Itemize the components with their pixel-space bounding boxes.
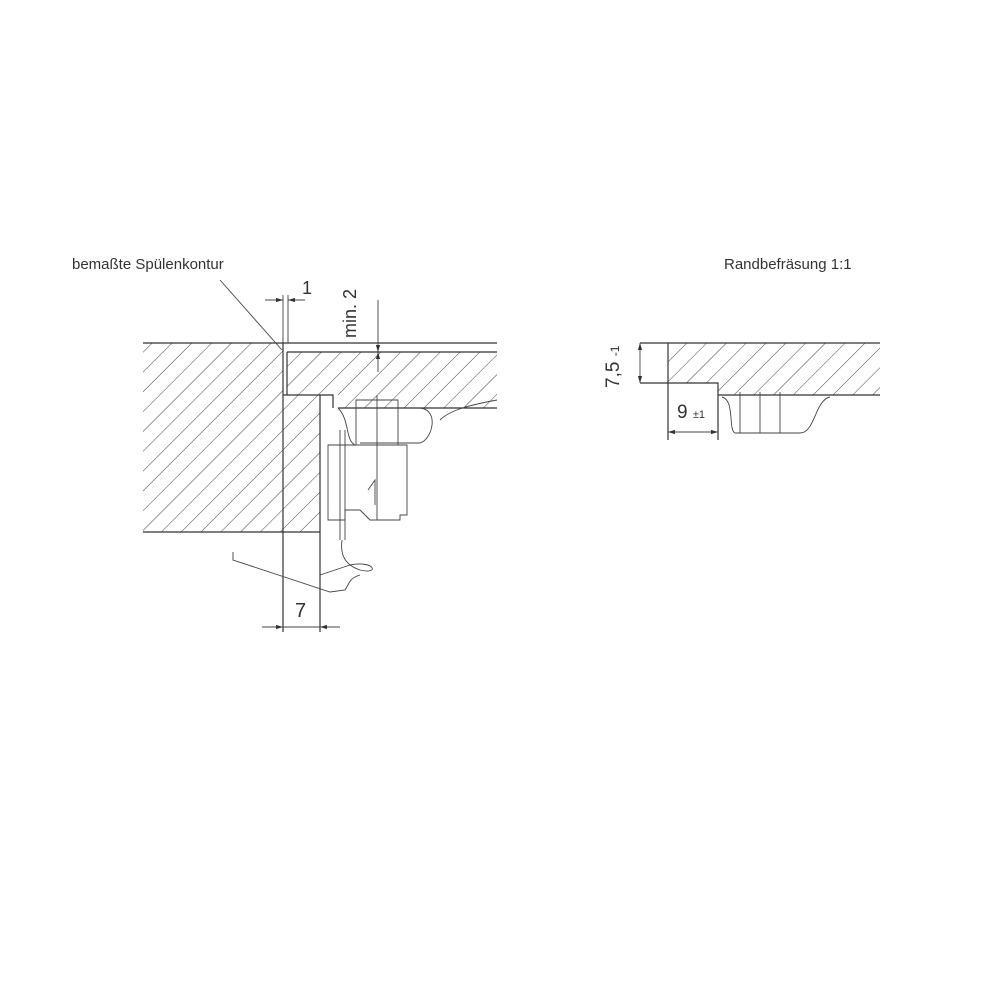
edge-milling-section xyxy=(640,342,880,440)
sink-rim-section xyxy=(283,342,497,409)
dimension-7-label: 7 xyxy=(295,600,307,622)
dimension-1-label: 1 xyxy=(302,278,313,298)
sink-bowl-edge xyxy=(337,399,498,446)
detail-title: Randbefräsung 1:1 xyxy=(724,256,852,273)
dimension-min2-label: min. 2 xyxy=(340,288,360,338)
callout-leader xyxy=(219,279,283,351)
dimension-7-5-value: 7,5 xyxy=(603,361,624,388)
dimension-7-5-label: 7,5 -1 xyxy=(603,346,625,388)
dimension-1 xyxy=(265,295,305,343)
dimension-9-label: 9 ±1 xyxy=(677,402,705,424)
countertop-section xyxy=(143,342,284,533)
dimension-7-5-tolerance: -1 xyxy=(608,345,622,357)
dimension-9-value: 9 xyxy=(677,402,688,423)
dimension-9-tolerance: ±1 xyxy=(692,409,706,421)
cabinet-wall-section xyxy=(282,394,334,632)
mounting-clip xyxy=(232,395,408,593)
callout-label: bemaßte Spülenkontur xyxy=(72,256,224,273)
